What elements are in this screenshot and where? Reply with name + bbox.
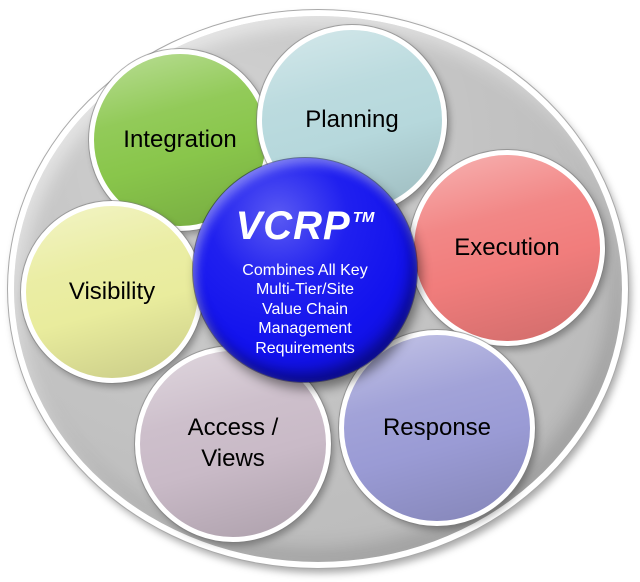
- circle-integration-label: Integration: [123, 125, 236, 156]
- circle-visibility-label: Visibility: [69, 277, 155, 308]
- vcrp-description-line: Combines All Key: [242, 261, 368, 279]
- label-line: Response: [382, 413, 492, 441]
- circle-access-views-label: Access / Views: [188, 413, 279, 474]
- circle-response-label: Response: [383, 413, 491, 444]
- label-line: Execution: [454, 233, 560, 261]
- circle-execution: Execution: [409, 150, 605, 346]
- vcrp-description-line: Requirements: [255, 339, 355, 357]
- circle-execution-label: Execution: [454, 233, 559, 264]
- vcrp-description-line: Management: [258, 320, 352, 338]
- circle-planning-label: Planning: [305, 105, 398, 136]
- vcrp-description: Combines All Key Multi-Tier/Site Value C…: [236, 261, 375, 359]
- circle-response: Response: [339, 330, 535, 526]
- label-line: Planning: [305, 105, 399, 133]
- trademark-superscript: TM: [352, 208, 375, 226]
- label-line: Integration: [123, 125, 237, 153]
- vcrp-description-line: Value Chain: [262, 300, 348, 318]
- label-line: Visibility: [68, 277, 156, 305]
- label-line: Views: [201, 445, 265, 472]
- vcrp-description-line: Multi-Tier/Site: [255, 281, 355, 299]
- label-line: Access /: [187, 414, 279, 442]
- circle-visibility: Visibility: [21, 201, 203, 383]
- circle-access-views: Access / Views: [135, 346, 331, 542]
- vcrp-title-text: VCRP: [235, 203, 351, 248]
